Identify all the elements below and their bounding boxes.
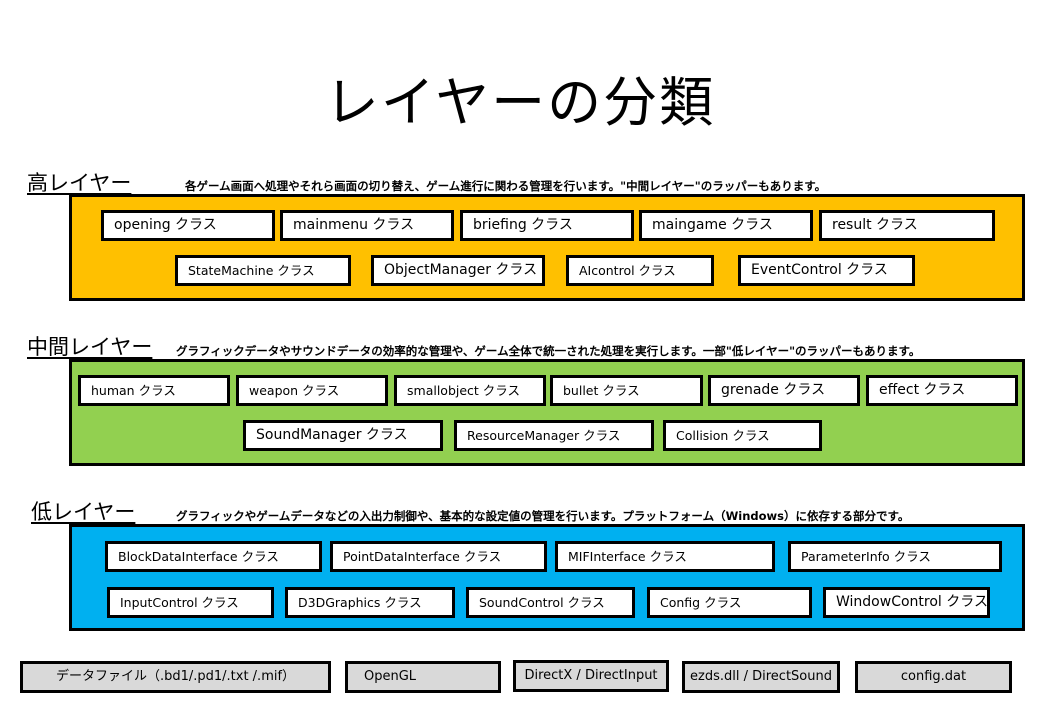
class-human[interactable]: human クラス [78,375,230,406]
class-pointdatainterface[interactable]: PointDataInterface クラス [330,541,547,572]
base-data-files: データファイル（.bd1/.pd1/.txt /.mif） [20,661,331,693]
class-aicontrol[interactable]: AIcontrol クラス [566,255,714,286]
class-weapon[interactable]: weapon クラス [236,375,388,406]
page-title: レイヤーの分類 [324,71,716,134]
high-layer-box: opening クラス mainmenu クラス briefing クラス ma… [69,194,1025,301]
class-collision[interactable]: Collision クラス [663,420,822,451]
class-grenade[interactable]: grenade クラス [708,375,860,406]
class-smallobject[interactable]: smallobject クラス [394,375,546,406]
class-windowcontrol[interactable]: WindowControl クラス [823,587,990,618]
base-opengl: OpenGL [345,661,501,693]
class-maingame[interactable]: maingame クラス [639,210,813,241]
low-layer-description: グラフィックやゲームデータなどの入出力制御や、基本的な設定値の管理を行います。プ… [176,509,910,523]
class-result[interactable]: result クラス [819,210,995,241]
low-layer-box: BlockDataInterface クラス PointDataInterfac… [69,524,1025,631]
class-objectmanager[interactable]: ObjectManager クラス [371,255,545,286]
class-eventcontrol[interactable]: EventControl クラス [738,255,915,286]
class-briefing[interactable]: briefing クラス [460,210,634,241]
class-statemachine[interactable]: StateMachine クラス [175,255,351,286]
class-resourcemanager[interactable]: ResourceManager クラス [454,420,654,451]
class-bullet[interactable]: bullet クラス [550,375,703,406]
class-soundmanager[interactable]: SoundManager クラス [243,420,443,451]
high-layer-description: 各ゲーム画面へ処理やそれら画面の切り替え、ゲーム進行に関わる管理を行います。"中… [185,179,827,193]
class-mainmenu[interactable]: mainmenu クラス [280,210,454,241]
class-effect[interactable]: effect クラス [866,375,1018,406]
class-config[interactable]: Config クラス [647,587,812,618]
class-opening[interactable]: opening クラス [101,210,275,241]
low-layer-label: 低レイヤー [31,500,136,524]
class-d3dgraphics[interactable]: D3DGraphics クラス [285,587,455,618]
base-directx-directinput: DirectX / DirectInput [513,660,669,692]
base-config-dat: config.dat [855,661,1012,693]
high-layer-label: 高レイヤー [27,171,132,195]
class-blockdatainterface[interactable]: BlockDataInterface クラス [105,541,322,572]
base-ezds-directsound: ezds.dll / DirectSound [682,661,840,693]
mid-layer-box: human クラス weapon クラス smallobject クラス bul… [69,359,1025,466]
mid-layer-description: グラフィックデータやサウンドデータの効率的な管理や、ゲーム全体で統一された処理を… [176,344,921,358]
mid-layer-label: 中間レイヤー [27,335,153,359]
class-mifinterface[interactable]: MIFInterface クラス [555,541,775,572]
class-inputcontrol[interactable]: InputControl クラス [107,587,274,618]
class-parameterinfo[interactable]: ParameterInfo クラス [788,541,1002,572]
class-soundcontrol[interactable]: SoundControl クラス [466,587,635,618]
